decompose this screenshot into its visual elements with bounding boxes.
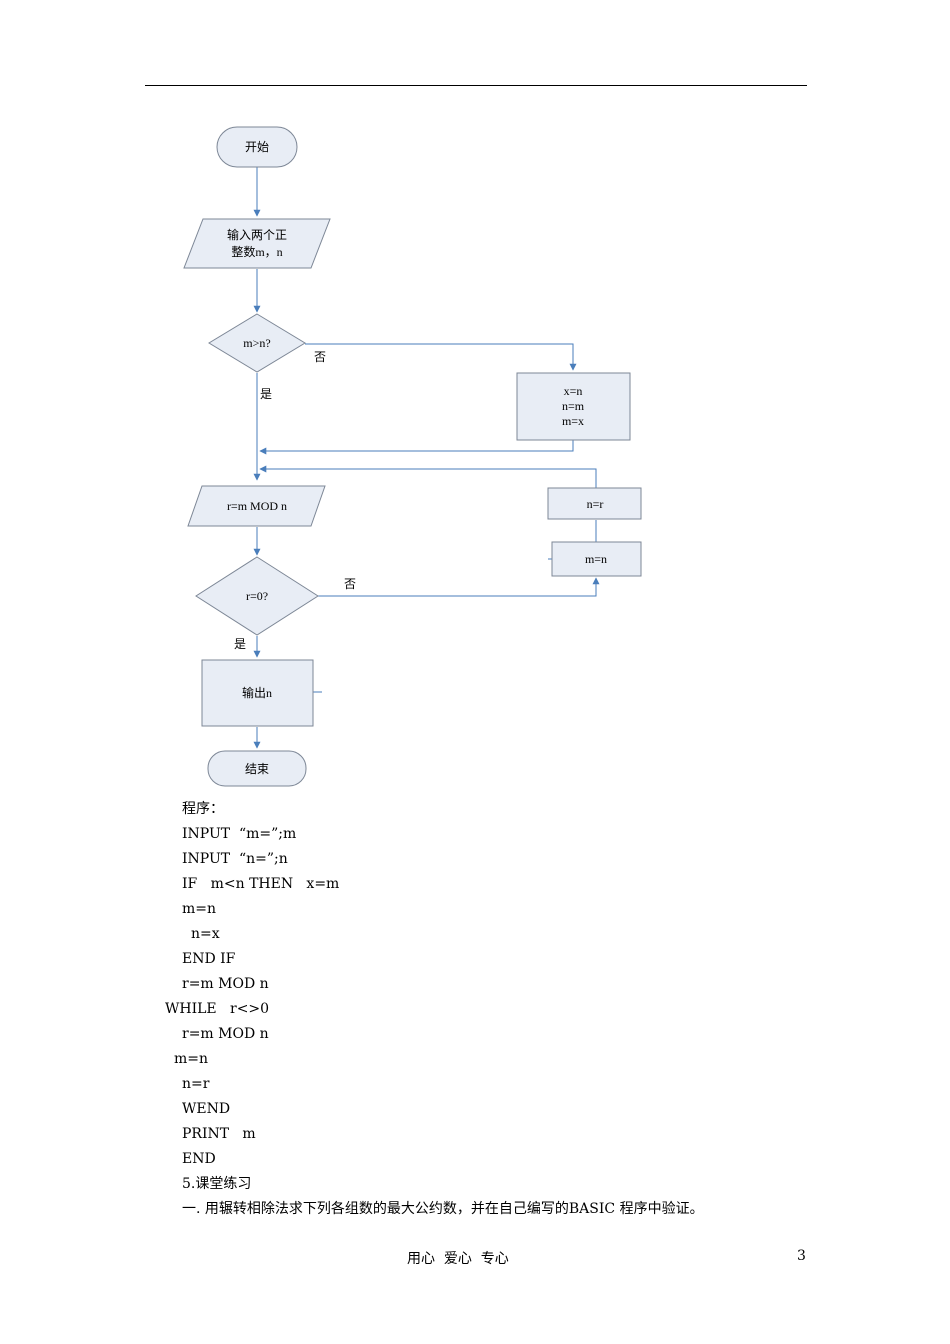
edge-loop-back [259, 465, 597, 488]
code-line: r=m MOD n [182, 1026, 269, 1042]
code-line: m=n [182, 901, 217, 917]
decision2-yes-label: 是 [234, 637, 246, 651]
swap-line1: x=n [564, 384, 583, 398]
assign-m-box [551, 541, 642, 577]
decision2-no-label: 否 [344, 577, 356, 591]
flowchart: 开始 输入两个正 整数m，n m>n? 否 是 x=n n=m m=x r=m … [183, 126, 642, 787]
decision-m-gt-n [208, 313, 306, 373]
section-heading: 5.课堂练习 [182, 1176, 252, 1192]
start-label: 开始 [245, 140, 269, 154]
code-line: r=m MOD n [182, 976, 269, 992]
code-line: IF m<n THEN x=m [182, 876, 340, 892]
code-line: WEND [182, 1101, 231, 1117]
code-line: END [182, 1151, 216, 1167]
code-line: PRINT m [182, 1126, 256, 1142]
decision2-label: r=0? [246, 589, 268, 603]
code-line: INPUT “n=”;n [182, 851, 288, 867]
edge-decision1-no [305, 343, 577, 371]
program-heading: 程序： [182, 801, 224, 817]
swap-line3: m=x [562, 414, 584, 428]
decision1-label: m>n? [243, 336, 270, 350]
output-process [201, 659, 314, 727]
header-rule [145, 85, 807, 86]
assign-m-label: m=n [585, 552, 607, 566]
decision1-yes-label: 是 [260, 387, 272, 401]
swap-line2: n=m [562, 399, 585, 413]
end-terminator [207, 750, 307, 787]
page-number: 3 [797, 1248, 806, 1264]
code-line: n=x [191, 926, 220, 942]
mod-label: r=m MOD n [227, 499, 287, 513]
start-terminator [216, 126, 298, 168]
swap-process [516, 372, 631, 441]
code-line: n=r [182, 1076, 210, 1092]
input-label-line1: 输入两个正 [227, 227, 287, 242]
assign-n-box [547, 487, 642, 520]
assign-n-label: n=r [587, 497, 604, 511]
mod-parallelogram [187, 485, 326, 527]
edge-decision2-no [318, 577, 600, 597]
footer-motto: 用心 爱心 专心 [407, 1251, 509, 1267]
output-label: 输出n [242, 685, 272, 700]
code-line: WHILE r<>0 [165, 1001, 270, 1017]
code-line: m=n [174, 1051, 209, 1067]
input-parallelogram [183, 218, 331, 269]
decision-r-eq-0 [195, 556, 319, 636]
exercise-text: 一. 用辗转相除法求下列各组数的最大公约数，并在自己编写的BASIC 程序中验证… [182, 1201, 704, 1217]
code-line: END IF [182, 951, 236, 967]
input-label-line2: 整数m，n [231, 244, 282, 259]
edge-swap-merge [259, 440, 574, 455]
end-label: 结束 [245, 762, 269, 776]
decision1-no-label: 否 [314, 350, 326, 364]
code-line: INPUT “m=”;m [182, 826, 297, 842]
